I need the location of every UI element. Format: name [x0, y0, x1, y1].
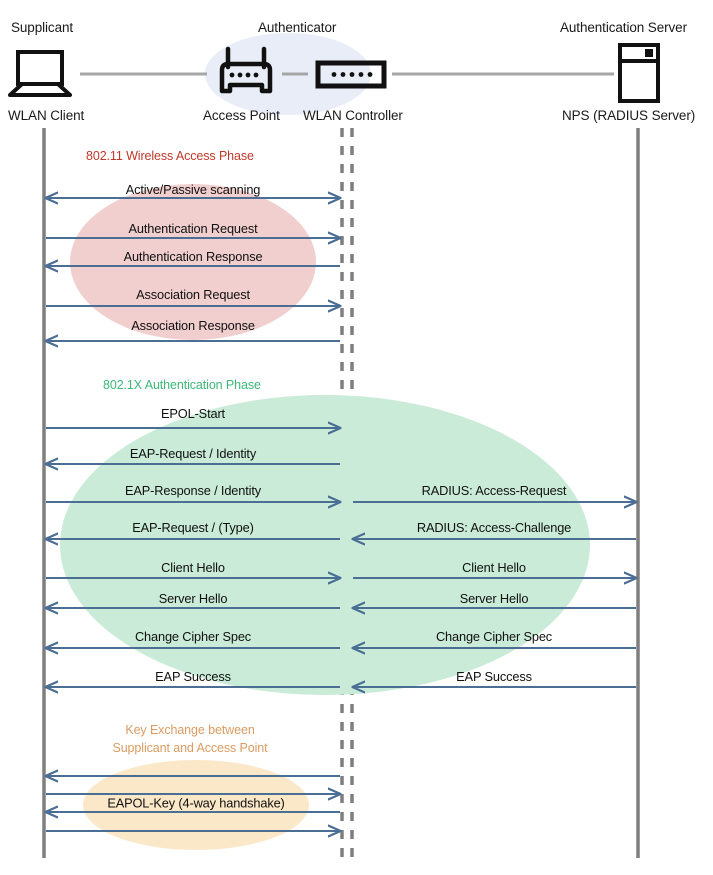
message-label: Association Response — [131, 318, 255, 333]
message-label: Active/Passive scanning — [125, 182, 261, 197]
phase-ellipse-802-11 — [70, 184, 316, 340]
phase-label-802-11: 802.11 Wireless Access Phase — [86, 149, 254, 163]
message-label: RADIUS: Access-Challenge — [416, 520, 572, 535]
server-icon — [618, 43, 660, 103]
phase-label-802-1x: 802.1X Authentication Phase — [103, 378, 261, 392]
actor-role-authenticator: Authenticator — [258, 20, 337, 35]
message-label: RADIUS: Access-Request — [421, 483, 567, 498]
phase-label-key-exchange: Key Exchange between Supplicant and Acce… — [100, 721, 280, 757]
message-label: Authentication Response — [123, 249, 263, 264]
message-label: Change Cipher Spec — [435, 629, 553, 644]
actor-name-wlan-client: WLAN Client — [8, 108, 85, 123]
message-label: Change Cipher Spec — [134, 629, 252, 644]
router-icon — [315, 60, 387, 89]
message-label: EAP-Request / Identity — [129, 446, 257, 461]
phase-ellipse-key-exchange — [83, 760, 309, 850]
message-label: EAP Success — [456, 669, 532, 684]
actor-name-wlan-controller: WLAN Controller — [303, 108, 403, 123]
message-label: EAP Success — [155, 669, 231, 684]
access-point-icon — [219, 46, 273, 94]
message-label: Authentication Request — [128, 221, 258, 236]
phase-label-key-exchange-line2: Supplicant and Access Point — [112, 741, 268, 755]
message-label: EPOL-Start — [161, 406, 225, 421]
message-label: EAP-Response / Identity — [125, 483, 261, 498]
message-label: Client Hello — [161, 560, 225, 575]
actor-role-supplicant: Supplicant — [11, 20, 74, 35]
laptop-icon — [8, 50, 72, 97]
actor-name-nps-radius-server: NPS (RADIUS Server) — [562, 108, 696, 123]
phase-ellipse-802-1x — [60, 395, 590, 695]
message-label: EAP-Request / (Type) — [132, 520, 254, 535]
phase-label-key-exchange-line1: Key Exchange between — [125, 723, 255, 737]
message-label: Server Hello — [459, 591, 529, 606]
message-label: Server Hello — [158, 591, 228, 606]
message-label: Association Request — [136, 287, 250, 302]
actor-role-auth-server: Authentication Server — [560, 20, 687, 35]
actor-name-access-point: Access Point — [203, 108, 280, 123]
message-label: Client Hello — [462, 560, 526, 575]
annotation-label: EAPOL-Key (4-way handshake) — [107, 795, 285, 811]
